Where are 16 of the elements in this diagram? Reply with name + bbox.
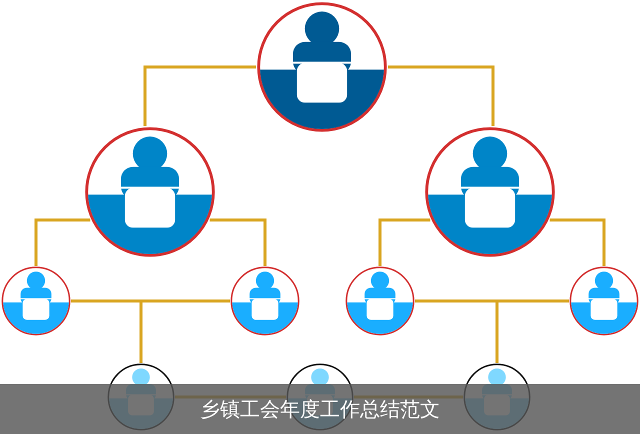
connector-line	[378, 218, 430, 266]
person-icon	[1, 266, 71, 336]
person-icon	[569, 266, 639, 336]
person-icon	[256, 1, 388, 133]
connector-line	[34, 218, 90, 266]
connector-line	[144, 66, 256, 126]
person-icon	[345, 266, 415, 336]
connector-line	[140, 300, 230, 363]
person-icon	[230, 266, 300, 336]
connector-line	[550, 218, 606, 266]
caption: 乡镇工会年度工作总结范文	[200, 397, 440, 421]
connector-line	[210, 218, 266, 266]
connector-line	[388, 66, 494, 126]
person-icon	[84, 126, 216, 258]
person-icon	[424, 126, 556, 258]
connector-line	[496, 300, 569, 363]
